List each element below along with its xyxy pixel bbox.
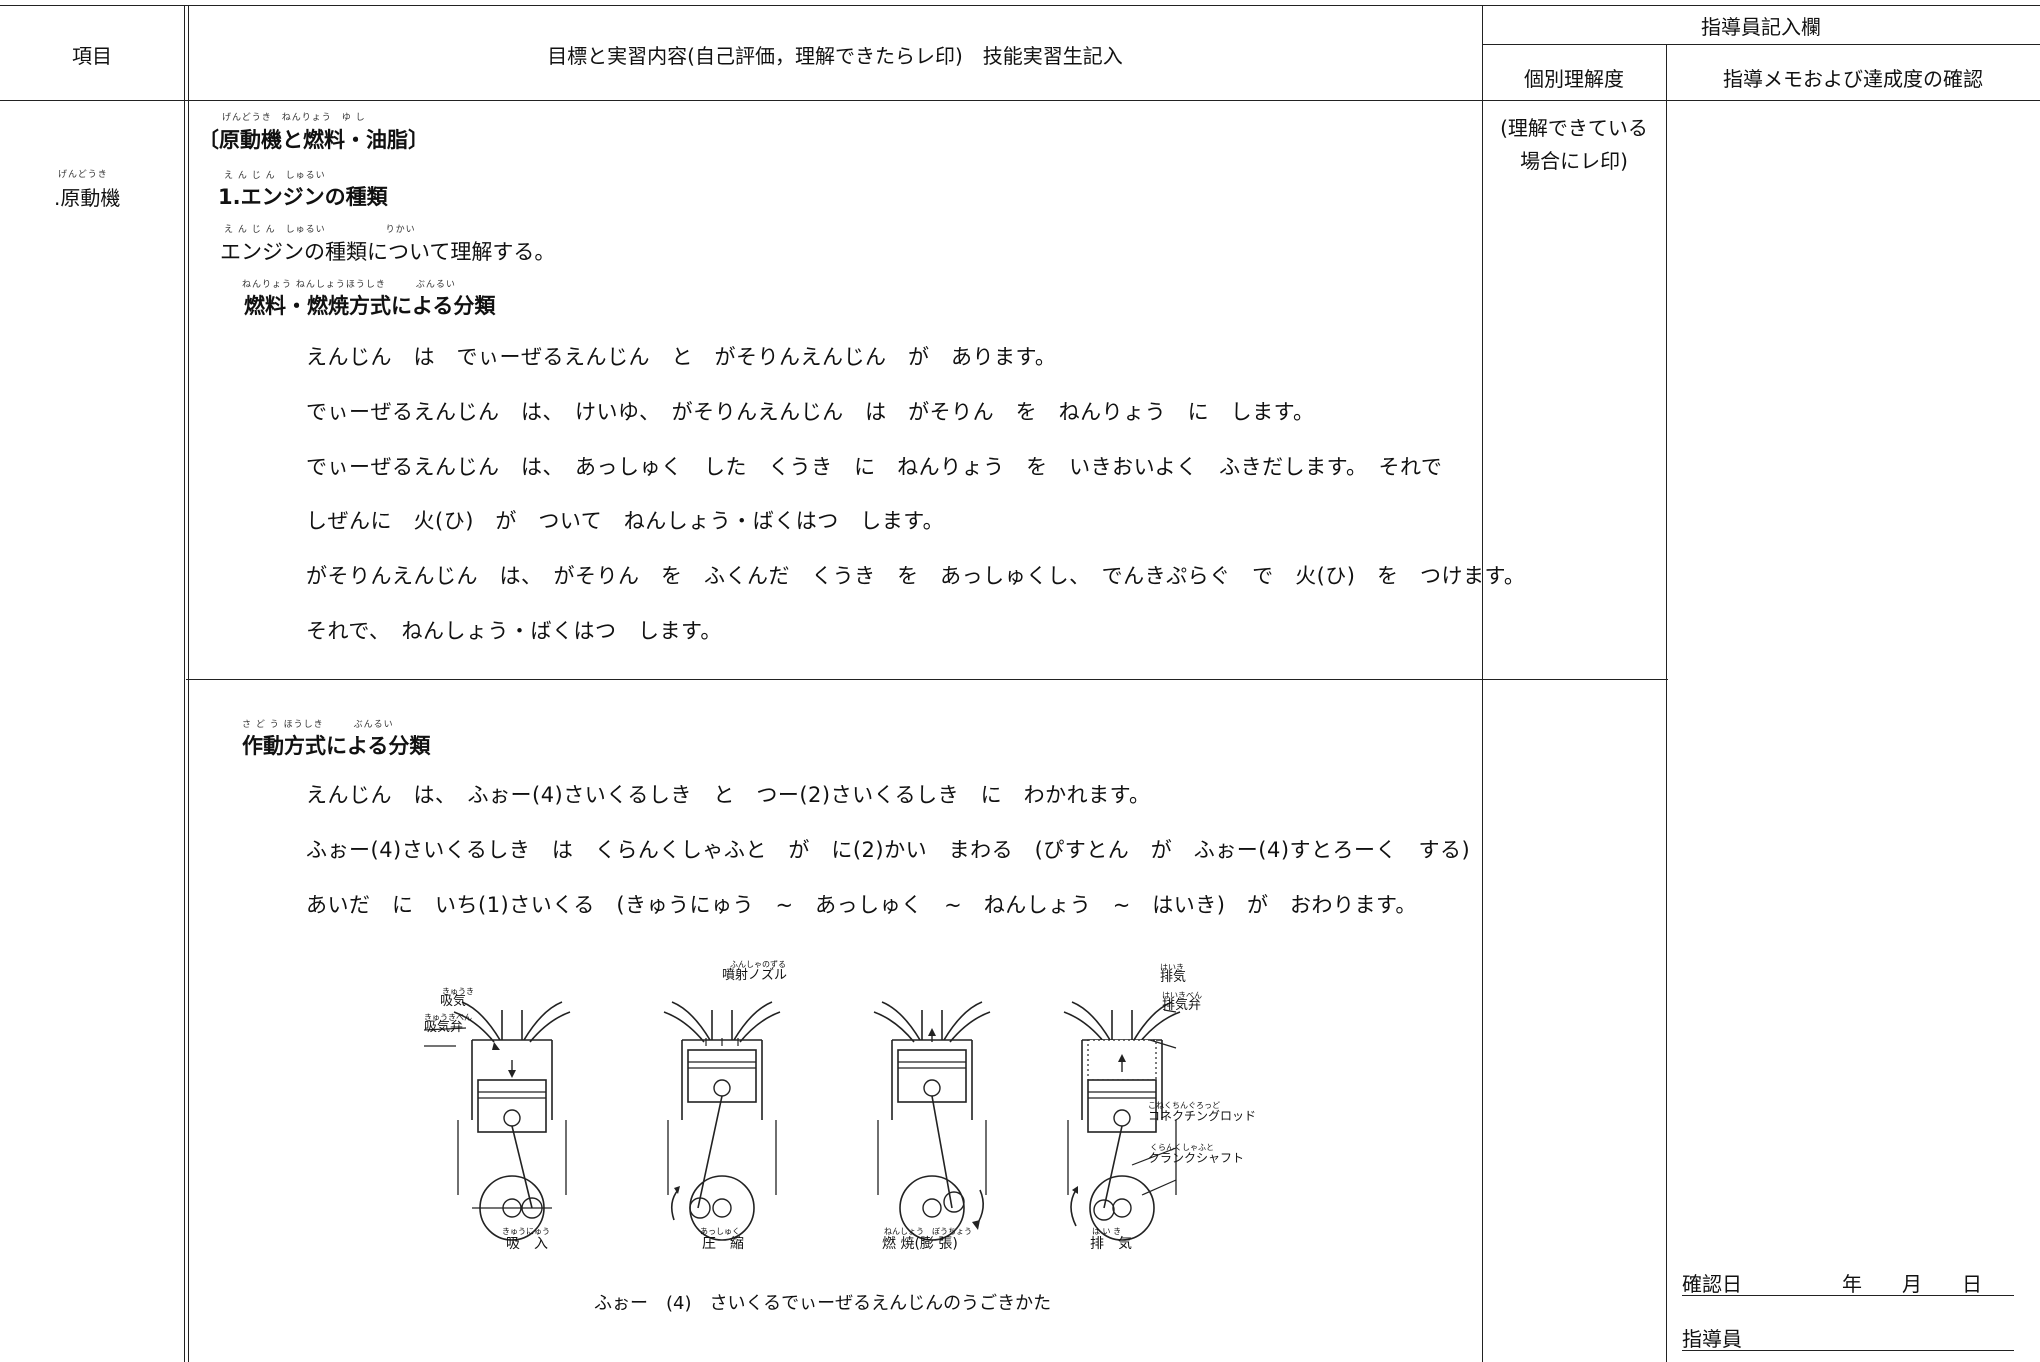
col-divider-understanding	[1666, 44, 1667, 1362]
item-label: .原動機	[54, 186, 121, 210]
confirm-date: 確認日 年 月 日	[1682, 1272, 1982, 1296]
section-title: 〔原動機と燃料・油脂〕	[198, 128, 429, 152]
stroke-exhaust-figure	[1063, 1001, 1181, 1241]
understanding-note-line2: 場合にレ印)	[1520, 149, 1628, 173]
crank-label: クランクシャフト	[1148, 1151, 1245, 1165]
header-content: 目標と実習内容(自己評価，理解できたらレ印) 技能実習生記入	[547, 44, 1123, 68]
section-ruby: げんどうき ねんりょう ゆ し	[222, 113, 366, 123]
nozzle-label: 噴射ノズル	[722, 968, 788, 983]
stroke-compression-figure	[663, 1001, 781, 1241]
exhaust-valve-label: 排気弁	[1162, 998, 1202, 1013]
header-bottom-border	[0, 100, 2040, 101]
stroke-compression-ruby: あっしゅく	[700, 1227, 740, 1236]
heading2-ruby: さ ど う ほうしき ぶんるい	[242, 720, 394, 730]
exhaust-valve-label-ruby: はいきべん	[1162, 991, 1202, 1000]
confirm-instructor: 指導員	[1682, 1327, 1742, 1351]
col-divider-item	[184, 5, 185, 1362]
stroke-combustion-figure	[873, 1001, 991, 1241]
body-line-3: でぃーぜるえんじん は、 あっしゅく した くうき に ねんりょう を いきおい…	[306, 455, 1443, 479]
subsection1-title: 1.エンジンの種類	[218, 185, 388, 209]
conrod-label: コネクチングロッド	[1148, 1109, 1257, 1123]
crank-label-ruby: くらんくしゃふと	[1150, 1143, 1214, 1152]
col-divider-item-inner	[188, 5, 189, 1362]
engine-four-stroke-diagram	[423, 1001, 1181, 1241]
header-instructor-group: 指導員記入欄	[1701, 15, 1821, 39]
stroke-exhaust-label: 排 気	[1090, 1236, 1132, 1252]
body2-line-3: あいだ に いち(1)さいくる (きゅうにゅう ~ あっしゅく ~ ねんしょう …	[306, 893, 1417, 917]
exhaust-label: 排気	[1160, 970, 1187, 985]
confirm-date-underline	[1682, 1295, 2014, 1296]
intake-label: 吸気	[440, 994, 467, 1009]
stroke-intake-ruby: きゅうにゅう	[502, 1227, 550, 1236]
intake-valve-label-ruby: きゅうきべん	[424, 1013, 472, 1022]
stroke-exhaust-ruby: は い き	[1092, 1227, 1122, 1236]
stroke-intake-figure	[453, 1001, 571, 1241]
body-line-1: えんじん は でぃーぜるえんじん と がそりんえんじん が あります。	[306, 345, 1057, 369]
header-understanding: 個別理解度	[1524, 67, 1624, 91]
heading2: 作動方式による分類	[242, 734, 431, 758]
body-line-5: がそりんえんじん は、 がそりん を ふくんだ くうき を あっしゅくし、 でん…	[306, 564, 1526, 588]
table-top-border	[0, 5, 2040, 6]
col-divider-content	[1482, 5, 1483, 1362]
stroke-compression-label: 圧 縮	[702, 1236, 744, 1252]
instructor-group-divider	[1482, 44, 2040, 45]
header-item: 項目	[72, 44, 112, 68]
header-memo: 指導メモおよび達成度の確認	[1723, 67, 1983, 91]
row-divider	[186, 679, 1668, 680]
stroke-intake-label: 吸 入	[506, 1236, 548, 1252]
subsection1-ruby: え ん じ ん しゅるい	[224, 171, 326, 181]
conrod-label-ruby: こねくちんぐろっど	[1148, 1101, 1220, 1110]
exhaust-label-ruby: はいき	[1160, 963, 1184, 972]
figure-caption: ふぉー (4) さいくるでぃーぜるえんじんのうごきかた	[594, 1293, 1052, 1314]
intake-label-ruby: きゅうき	[442, 987, 474, 996]
item-ruby: げんどうき	[58, 170, 108, 180]
goal-text: エンジンの種類について理解する。	[220, 240, 556, 264]
understanding-note-line1: (理解できている	[1500, 116, 1648, 140]
stroke-combustion-label: 燃 焼(膨 張)	[882, 1236, 958, 1252]
stroke-combustion-ruby: ねんしょう ぼうちょう	[884, 1227, 972, 1236]
nozzle-label-ruby: ふんしゃのずる	[730, 960, 786, 969]
body-line-6: それで、 ねんしょう・ばくはつ します。	[306, 619, 722, 643]
intake-valve-label: 吸気弁	[424, 1020, 464, 1035]
body2-line-2: ふぉー(4)さいくるしき は くらんくしゃふと が に(2)かい まわる (ぴす…	[306, 838, 1471, 862]
heading1-ruby: ねんりょう ねんしょうほうしき ぶんるい	[242, 280, 456, 290]
confirm-instructor-underline	[1682, 1350, 2014, 1351]
body2-line-1: えんじん は、 ふぉー(4)さいくるしき と つー(2)さいくるしき に わかれ…	[306, 783, 1151, 807]
heading1: 燃料・燃焼方式による分類	[244, 294, 496, 318]
body-line-2: でぃーぜるえんじん は、 けいゆ、 がそりんえんじん は がそりん を ねんりょ…	[306, 400, 1315, 424]
goal-ruby: え ん じ ん しゅるい りかい	[224, 225, 416, 235]
body-line-4: しぜんに 火(ひ) が ついて ねんしょう・ばくはつ します。	[306, 509, 945, 533]
